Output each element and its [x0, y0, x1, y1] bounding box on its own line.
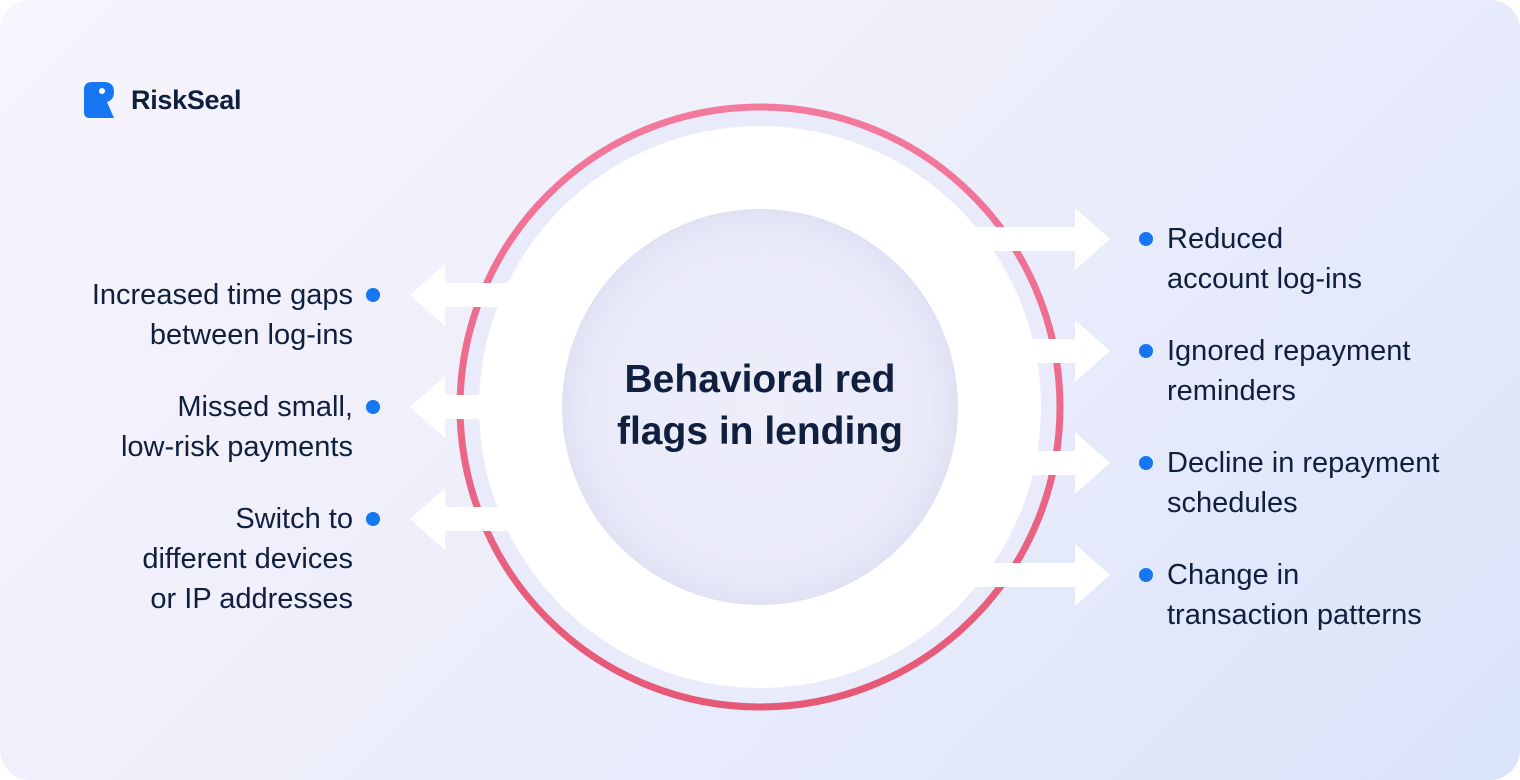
item-line: Ignored repayment: [1167, 335, 1411, 367]
brand-name: RiskSeal: [131, 84, 242, 115]
item-line: Missed small,: [177, 391, 353, 423]
right-item-decline-schedules: Decline in repayment schedules: [1167, 443, 1439, 523]
bullet-dot: [366, 288, 380, 302]
diagram-title: Behavioral red flags in lending: [590, 354, 930, 458]
arrows-group: [410, 208, 1110, 606]
item-line: between log-ins: [149, 319, 353, 351]
arrow-left-2: [410, 376, 520, 438]
right-item-ignored-reminders: Ignored repayment reminders: [1167, 331, 1410, 411]
title-line-2: flags in lending: [616, 410, 903, 453]
bullet-dot: [1139, 344, 1153, 358]
bullet-dot: [1139, 568, 1153, 582]
left-item-missed-payments: Missed small, low-risk payments: [121, 387, 353, 467]
item-line: different devices: [142, 543, 353, 575]
item-line: transaction patterns: [1167, 599, 1422, 631]
bullet-dot: [1139, 456, 1153, 470]
item-line: Change in: [1167, 559, 1300, 591]
brand-logo: RiskSeal: [80, 80, 241, 120]
arrow-left-1: [410, 264, 550, 326]
item-line: Increased time gaps: [91, 279, 353, 311]
right-item-reduced-logins: Reduced account log-ins: [1167, 219, 1362, 299]
item-line: low-risk payments: [120, 431, 353, 463]
arrow-right-1: [955, 208, 1110, 270]
arrow-right-2: [1000, 320, 1110, 382]
bullet-dot: [1139, 232, 1153, 246]
title-line-1: Behavioral red: [624, 358, 896, 401]
inner-circle: [562, 209, 958, 605]
item-line: Reduced: [1167, 223, 1284, 255]
item-line: Decline in repayment: [1167, 447, 1440, 479]
item-line: account log-ins: [1167, 263, 1363, 295]
bullet-dot: [366, 400, 380, 414]
arrow-right-3: [1000, 432, 1110, 494]
item-line: schedules: [1167, 487, 1298, 519]
bullet-dot: [366, 512, 380, 526]
item-line: reminders: [1167, 375, 1296, 407]
arrow-left-3: [410, 488, 550, 550]
right-item-transaction-patterns: Change in transaction patterns: [1167, 555, 1422, 635]
arrow-right-4: [955, 544, 1110, 606]
item-line: Switch to: [235, 503, 353, 535]
item-line: or IP addresses: [150, 583, 353, 615]
seal-logo-icon: [84, 82, 114, 118]
left-item-time-gaps: Increased time gaps between log-ins: [92, 275, 353, 355]
left-item-switch-devices: Switch to different devices or IP addres…: [142, 499, 353, 619]
